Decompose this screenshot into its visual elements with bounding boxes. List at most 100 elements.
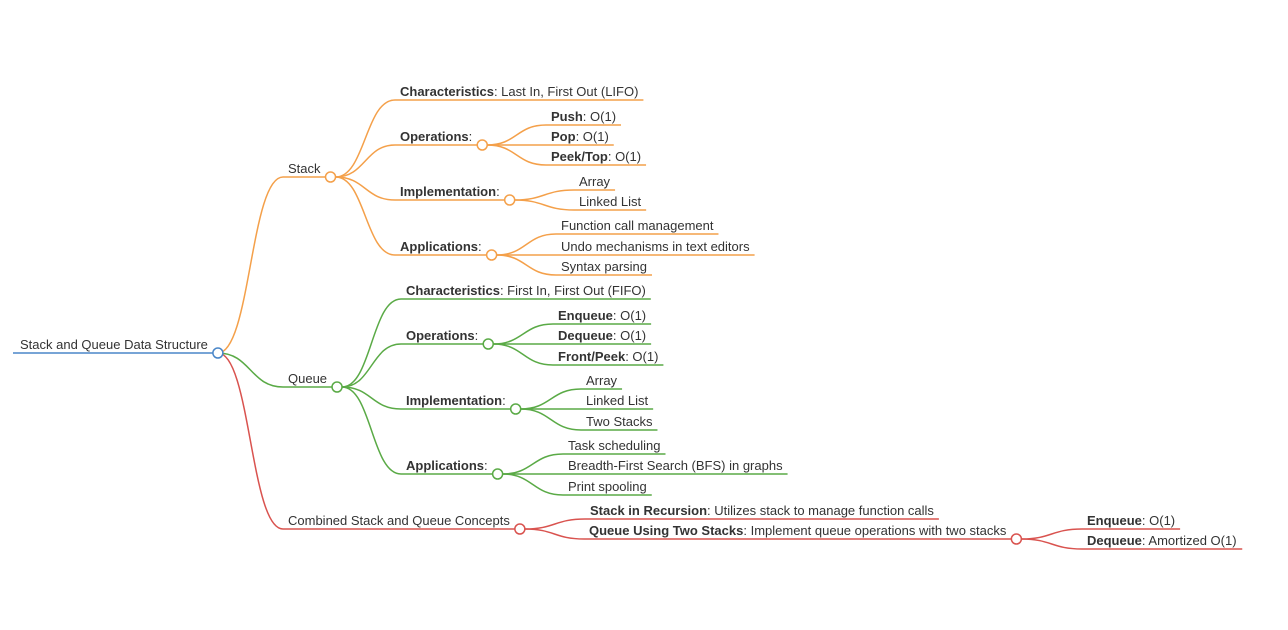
branch-connector bbox=[496, 254, 557, 276]
node-bold-label: Stack in Recursion bbox=[590, 503, 707, 518]
leaf-print-spooling-label: Print spooling bbox=[568, 479, 647, 494]
collapse-toggle-icon[interactable] bbox=[491, 468, 504, 480]
node-text: Linked List bbox=[579, 194, 642, 209]
collapse-toggle-icon[interactable] bbox=[482, 338, 494, 350]
leaf-front-peek-label: Front/Peek: O(1) bbox=[558, 349, 658, 364]
leaf-linked-list[interactable]: Linked List bbox=[581, 393, 654, 410]
branch-connector bbox=[217, 352, 284, 530]
leaf-breadth-first-search-bfs-in-graphs[interactable]: Breadth-First Search (BFS) in graphs bbox=[563, 458, 788, 475]
node-text: : bbox=[478, 239, 482, 254]
leaf-peek-top-label: Peek/Top: O(1) bbox=[551, 149, 641, 164]
leaf-enqueue[interactable]: Enqueue: O(1) bbox=[1082, 513, 1181, 530]
topic-queue-label: Queue bbox=[288, 371, 327, 386]
node-text: : bbox=[484, 458, 488, 473]
collapse-toggle-icon[interactable] bbox=[1010, 533, 1023, 545]
node-applications[interactable]: Applications: bbox=[401, 458, 504, 480]
leaf-print-spooling[interactable]: Print spooling bbox=[563, 479, 652, 496]
node-characteristics-label: Characteristics: First In, First Out (FI… bbox=[406, 283, 646, 298]
node-bold-label: Implementation bbox=[406, 393, 502, 408]
branch-connector bbox=[341, 298, 402, 388]
node-text: Array bbox=[586, 373, 618, 388]
node-stack-in-recursion-label: Stack in Recursion: Utilizes stack to ma… bbox=[590, 503, 934, 518]
leaf-task-scheduling[interactable]: Task scheduling bbox=[563, 438, 666, 455]
branch-connector bbox=[493, 323, 554, 345]
topic-combined-stack-and-queue-concepts[interactable]: Combined Stack and Queue Concepts bbox=[283, 513, 526, 535]
collapse-toggle-icon[interactable] bbox=[485, 249, 498, 261]
node-text: Print spooling bbox=[568, 479, 647, 494]
branch-connector bbox=[335, 176, 396, 201]
node-text: : bbox=[469, 129, 473, 144]
node-characteristics[interactable]: Characteristics: Last In, First Out (LIF… bbox=[395, 84, 644, 101]
leaf-array[interactable]: Array bbox=[581, 373, 623, 390]
leaf-syntax-parsing[interactable]: Syntax parsing bbox=[556, 259, 652, 276]
leaf-push[interactable]: Push: O(1) bbox=[546, 109, 622, 126]
node-text: : O(1) bbox=[608, 149, 641, 164]
node-text: : O(1) bbox=[613, 328, 646, 343]
node-applications-label: Applications: bbox=[400, 239, 482, 254]
leaf-function-call-management-label: Function call management bbox=[561, 218, 714, 233]
leaf-dequeue[interactable]: Dequeue: Amortized O(1) bbox=[1082, 533, 1243, 550]
node-text: Function call management bbox=[561, 218, 714, 233]
branch-connector bbox=[335, 144, 396, 178]
leaf-pop[interactable]: Pop: O(1) bbox=[546, 129, 614, 146]
node-text: Two Stacks bbox=[586, 414, 653, 429]
node-characteristics[interactable]: Characteristics: First In, First Out (FI… bbox=[401, 283, 651, 300]
node-implementation[interactable]: Implementation: bbox=[395, 184, 516, 206]
root-node-label: Stack and Queue Data Structure bbox=[20, 337, 208, 352]
node-text: : Implement queue operations with two st… bbox=[743, 523, 1007, 538]
node-operations[interactable]: Operations: bbox=[401, 328, 494, 350]
collapse-toggle-icon[interactable] bbox=[212, 347, 224, 359]
collapse-toggle-icon[interactable] bbox=[476, 139, 488, 151]
node-bold-label: Dequeue bbox=[1087, 533, 1142, 548]
node-bold-label: Front/Peek bbox=[558, 349, 626, 364]
node-text: Task scheduling bbox=[568, 438, 661, 453]
leaf-two-stacks[interactable]: Two Stacks bbox=[581, 414, 658, 431]
leaf-breadth-first-search-bfs-in-graphs-label: Breadth-First Search (BFS) in graphs bbox=[568, 458, 783, 473]
node-operations[interactable]: Operations: bbox=[395, 129, 488, 151]
leaf-two-stacks-label: Two Stacks bbox=[586, 414, 653, 429]
node-text: : bbox=[475, 328, 479, 343]
node-bold-label: Operations bbox=[406, 328, 475, 343]
node-bold-label: Dequeue bbox=[558, 328, 613, 343]
node-text: : bbox=[502, 393, 506, 408]
node-bold-label: Enqueue bbox=[558, 308, 613, 323]
node-bold-label: Applications bbox=[400, 239, 478, 254]
node-implementation[interactable]: Implementation: bbox=[401, 393, 522, 415]
collapse-toggle-icon[interactable] bbox=[514, 523, 526, 535]
node-applications-label: Applications: bbox=[406, 458, 488, 473]
leaf-enqueue-label: Enqueue: O(1) bbox=[558, 308, 646, 323]
branch-connector bbox=[496, 233, 557, 256]
topic-queue[interactable]: Queue bbox=[283, 371, 343, 393]
leaf-task-scheduling-label: Task scheduling bbox=[568, 438, 661, 453]
root-node[interactable]: Stack and Queue Data Structure bbox=[13, 337, 224, 359]
branch-connector bbox=[524, 528, 585, 540]
node-text: : Amortized O(1) bbox=[1142, 533, 1237, 548]
leaf-array[interactable]: Array bbox=[574, 174, 616, 191]
branch-connector bbox=[493, 343, 554, 366]
node-implementation-label: Implementation: bbox=[406, 393, 506, 408]
collapse-toggle-icon[interactable] bbox=[331, 381, 343, 393]
leaf-front-peek[interactable]: Front/Peek: O(1) bbox=[553, 349, 664, 366]
node-bold-label: Operations bbox=[400, 129, 469, 144]
leaf-enqueue[interactable]: Enqueue: O(1) bbox=[553, 308, 652, 325]
topic-stack[interactable]: Stack bbox=[283, 161, 337, 183]
leaf-function-call-management[interactable]: Function call management bbox=[556, 218, 719, 235]
leaf-peek-top[interactable]: Peek/Top: O(1) bbox=[546, 149, 647, 166]
leaf-linked-list[interactable]: Linked List bbox=[574, 194, 647, 211]
node-stack-in-recursion[interactable]: Stack in Recursion: Utilizes stack to ma… bbox=[585, 503, 939, 520]
node-queue-using-two-stacks[interactable]: Queue Using Two Stacks: Implement queue … bbox=[584, 523, 1023, 545]
node-bold-label: Pop bbox=[551, 129, 576, 144]
branch-connector bbox=[487, 124, 547, 146]
node-text: : O(1) bbox=[576, 129, 609, 144]
leaf-dequeue-label: Dequeue: Amortized O(1) bbox=[1087, 533, 1237, 548]
node-applications[interactable]: Applications: bbox=[395, 239, 498, 261]
leaf-dequeue[interactable]: Dequeue: O(1) bbox=[553, 328, 652, 345]
collapse-toggle-icon[interactable] bbox=[324, 171, 337, 183]
leaf-undo-mechanisms-in-text-editors[interactable]: Undo mechanisms in text editors bbox=[556, 239, 755, 256]
node-bold-label: Characteristics bbox=[400, 84, 494, 99]
branch-connector bbox=[1021, 528, 1083, 540]
branch-connector bbox=[524, 518, 586, 530]
collapse-toggle-icon[interactable] bbox=[509, 403, 522, 415]
collapse-toggle-icon[interactable] bbox=[503, 194, 516, 206]
